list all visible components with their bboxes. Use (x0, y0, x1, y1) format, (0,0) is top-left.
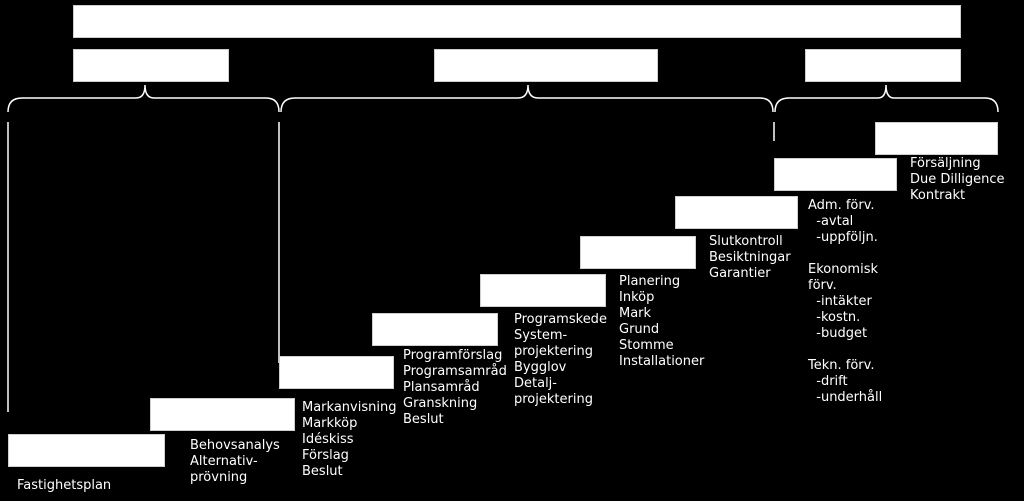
label-markanvisning: Markanvisning Markköp Idéskiss Förslag B… (302, 400, 397, 479)
step-box-5 (480, 274, 606, 307)
label-slutkontroll: Slutkontroll Besiktningar Garantier (709, 234, 791, 281)
step-box-4 (372, 313, 498, 346)
phase-box-2 (434, 49, 658, 82)
brace-left (7, 84, 280, 113)
label-programforslag: Programförslag Programsamråd Plansamråd … (403, 348, 507, 427)
step-box-8 (774, 158, 897, 191)
step-box-7 (675, 196, 798, 229)
label-fastighetsplan: Fastighetsplan (17, 478, 112, 493)
label-behovsanalys: Behovsanalys Alternativ- prövning (190, 438, 280, 485)
step-box-1 (8, 434, 165, 467)
phase-box-1 (73, 49, 229, 82)
step-box-9 (875, 122, 998, 155)
label-planering: Planering Inköp Mark Grund Stomme Instal… (619, 274, 705, 369)
phase-box-3 (805, 49, 961, 82)
step-box-6 (580, 236, 696, 269)
header-box (73, 5, 961, 38)
label-programskede: Programskede System- projektering Bygglo… (514, 312, 607, 407)
step-box-3 (279, 356, 394, 389)
step-box-2 (150, 398, 295, 431)
brace-right (774, 84, 999, 113)
label-forvaltning: Adm. förv. -avtal -uppföljn. Ekonomisk f… (808, 198, 883, 405)
brace-middle (280, 84, 774, 113)
label-forsaljning: Försäljning Due Dilligence Kontrakt (910, 156, 1005, 203)
